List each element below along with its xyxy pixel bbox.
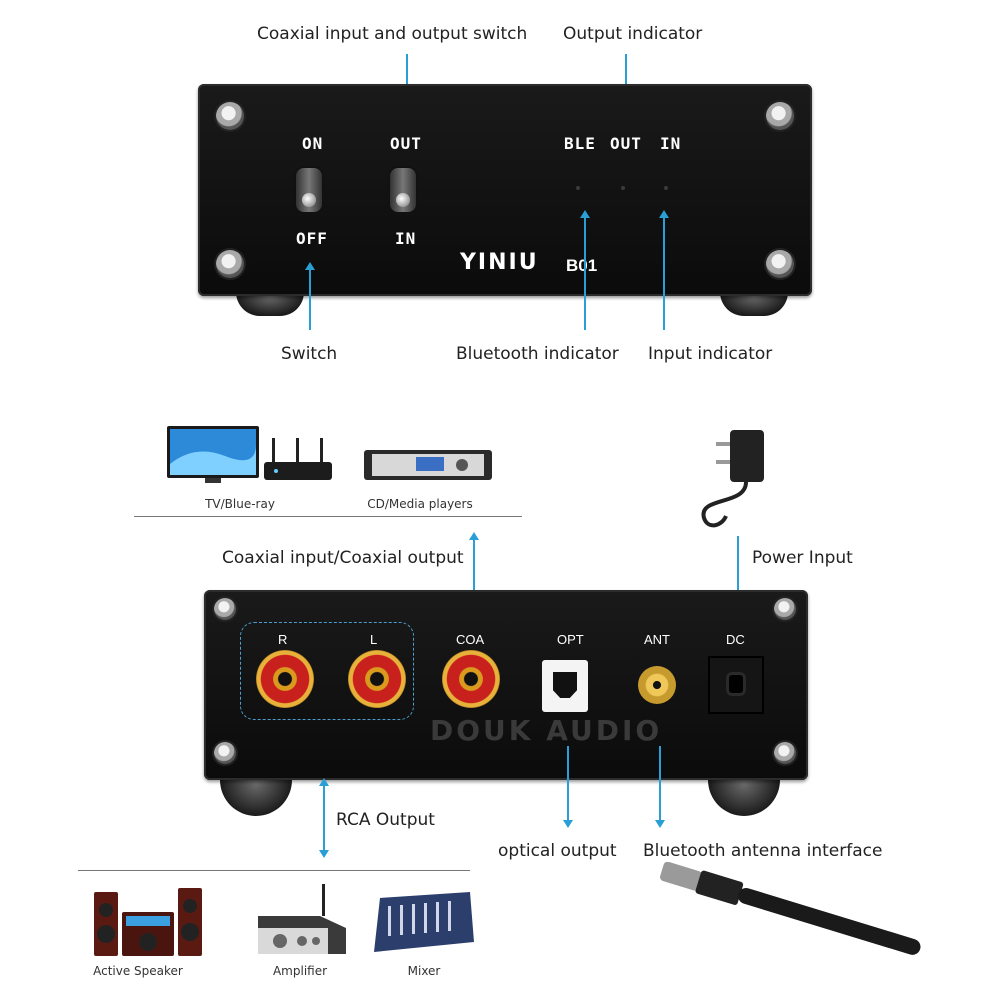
label-out: OUT [390, 134, 422, 153]
label-ble: BLE [564, 134, 596, 153]
screw-icon [774, 598, 796, 620]
leader-line-bluetooth [584, 218, 586, 330]
leader-line-rca [323, 786, 325, 852]
arrow-up-icon [305, 262, 315, 270]
dc-jack-hole [726, 672, 746, 696]
callout-output-indicator: Output indicator [563, 24, 703, 44]
label-tv: TV/Blue-ray [205, 497, 275, 511]
input-led [664, 186, 668, 190]
divider [78, 870, 470, 871]
callout-optical-output: optical output [498, 841, 617, 861]
toggle-knob [396, 193, 410, 207]
label-on: ON [302, 134, 324, 153]
antenna-connector[interactable] [638, 666, 676, 704]
active-speaker-icon [94, 888, 202, 956]
model-label: B01 [566, 256, 598, 275]
antenna-icon [660, 862, 921, 955]
label-led-out: OUT [610, 134, 642, 153]
coaxial-switch[interactable] [390, 168, 416, 212]
label-l: L [370, 632, 378, 647]
callout-input-indicator: Input indicator [648, 344, 773, 364]
leader-line-antenna [659, 746, 661, 822]
bluetooth-led [576, 186, 580, 190]
label-dc: DC [726, 632, 745, 647]
brand-logo: YINIU [460, 250, 539, 275]
router-icon [264, 438, 332, 480]
label-ant: ANT [644, 632, 670, 647]
callout-bluetooth-indicator: Bluetooth indicator [456, 344, 619, 364]
front-panel: ON OFF OUT IN BLE OUT IN YINIU B01 [198, 84, 812, 296]
rca-left-jack[interactable] [348, 650, 406, 708]
screw-icon [216, 250, 244, 278]
label-r: R [278, 632, 288, 647]
dc-jack[interactable] [708, 656, 764, 714]
label-cd: CD/Media players [367, 497, 473, 511]
rca-right-jack[interactable] [256, 650, 314, 708]
divider [134, 516, 522, 517]
label-coa: COA [456, 632, 485, 647]
watermark: DOUK AUDIO [430, 714, 663, 747]
power-adapter-icon [701, 430, 764, 528]
optical-port-aperture [553, 672, 577, 698]
optical-port[interactable] [542, 660, 588, 712]
callout-bt-antenna: Bluetooth antenna interface [643, 841, 883, 861]
arrow-up-icon [319, 778, 329, 786]
leader-line-power [737, 536, 739, 612]
amplifier-icon [258, 884, 346, 954]
label-off: OFF [296, 229, 328, 248]
arrow-down-icon [563, 820, 573, 828]
label-opt: OPT [557, 632, 584, 647]
output-led [621, 186, 625, 190]
screw-icon [774, 742, 796, 764]
rubber-foot [708, 776, 780, 816]
tv-icon [167, 426, 259, 483]
label-active-speaker: Active Speaker [93, 964, 183, 978]
rca-output-group [240, 622, 414, 720]
label-amplifier: Amplifier [272, 964, 328, 978]
arrow-up-icon [659, 210, 669, 218]
leader-line-switch [309, 270, 311, 330]
rear-panel: R L COA OPT ANT DC DOUK AUDIO [204, 590, 808, 780]
mixer-icon [374, 892, 474, 952]
arrow-down-icon [319, 850, 329, 858]
rubber-foot [220, 776, 292, 816]
callout-coaxial-io: Coaxial input/Coaxial output [222, 548, 464, 568]
screw-icon [766, 102, 794, 130]
arrow-up-icon [469, 532, 479, 540]
callout-switch: Switch [281, 344, 338, 364]
callout-coaxial-switch: Coaxial input and output switch [257, 24, 528, 44]
screw-icon [214, 598, 236, 620]
arrow-down-icon [655, 820, 665, 828]
arrow-up-icon [580, 210, 590, 218]
leader-line-coaxial-io [473, 540, 475, 612]
power-switch[interactable] [296, 168, 322, 212]
leader-line-input [663, 218, 665, 330]
toggle-knob [302, 193, 316, 207]
rubber-foot [720, 292, 788, 316]
label-mixer: Mixer [407, 964, 441, 978]
screw-icon [216, 102, 244, 130]
label-in: IN [395, 229, 417, 248]
screw-icon [214, 742, 236, 764]
callout-power-input: Power Input [752, 548, 853, 568]
label-led-in: IN [660, 134, 682, 153]
screw-icon [766, 250, 794, 278]
callout-rca-output: RCA Output [336, 810, 435, 830]
rubber-foot [236, 292, 304, 316]
coaxial-jack[interactable] [442, 650, 500, 708]
media-player-icon [364, 450, 492, 480]
leader-line-optical [567, 746, 569, 822]
